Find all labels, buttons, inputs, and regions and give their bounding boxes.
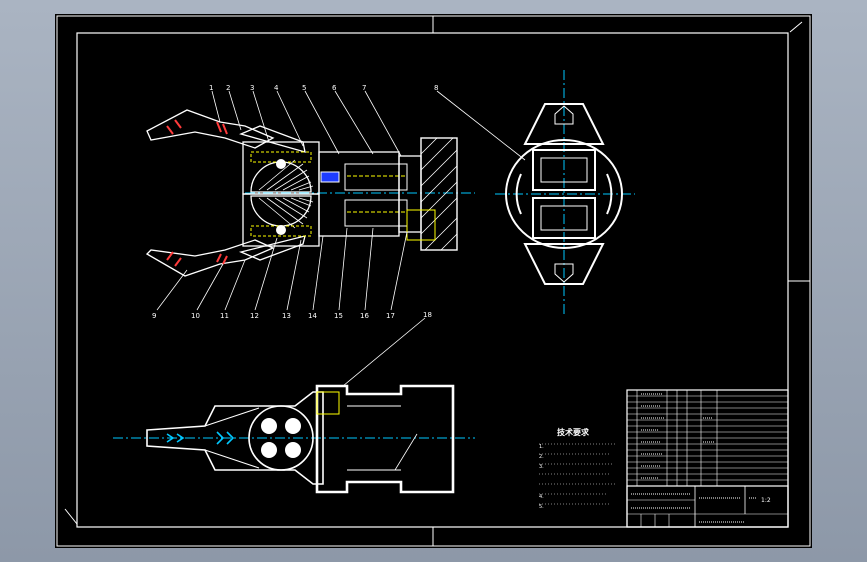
parts-list-text-strokes [641,393,715,479]
technical-requirements: 技术要求 1. 2. 3. 4. 5. [539,427,615,510]
back-flange [420,137,458,251]
tech-req-line-3: 3. [539,464,544,470]
gripper-top-view [113,384,475,494]
title-area [626,485,789,528]
balloon-10: 10 [191,312,200,320]
drawing-border [76,32,789,528]
leaders-bottom [156,227,408,311]
lower-link [238,235,306,261]
upper-pivot [276,159,286,169]
title-block: 1:2 [626,389,789,528]
hub-hole-1 [261,418,277,434]
rack-section [320,171,340,183]
balloon-4: 4 [274,84,279,92]
rod-hidden-lines [347,175,405,213]
body-dash [394,433,418,471]
tech-req-title: 技术要求 [557,427,590,437]
upper-gear-hatch [258,159,314,191]
leader-18 [342,317,426,387]
upper-finger-pins [166,119,228,135]
parts-list-frame [626,389,789,528]
lower-lug-slot [554,263,574,283]
piston-rod-lower [344,199,408,227]
body-neck [347,405,401,471]
balloon-18: 18 [423,311,432,319]
lower-gear-hatch [258,197,314,229]
finger-taper [204,407,260,469]
balloon-7: 7 [362,84,366,92]
cylinder-body [318,151,400,237]
piston-rod-upper [344,163,408,191]
balloon-16: 16 [360,312,369,320]
balloon-9: 9 [152,312,156,320]
hub-circle [248,405,314,471]
parts-list-columns [636,390,718,486]
port-hidden [406,209,436,241]
balloon-6: 6 [332,84,337,92]
tech-req-text-strokes [539,443,615,505]
end-upper-window [532,149,596,191]
parts-list-rows [627,395,788,487]
end-upper-lug [523,103,605,145]
balloons-bottom: 9 10 11 12 13 14 15 16 17 [152,312,395,320]
end-lower-window [532,197,596,239]
balloon-12: 12 [250,312,259,320]
tech-req-line-1: 1. [539,444,544,450]
end-view [495,70,635,314]
tech-req-line-6: 4. [539,494,544,500]
end-upper-window-inner [540,157,588,183]
lower-pivot [276,225,286,235]
balloon-15: 15 [334,312,343,320]
tech-req-line-7: 5. [539,504,544,510]
balloons-top: 1 2 3 4 5 6 7 8 [209,84,438,92]
body-hidden-feature [316,391,340,415]
gripper-front-view [145,109,475,277]
end-lower-window-inner [540,205,588,231]
lower-gear-sector [250,195,312,227]
drawing-sheet: 1 2 3 4 5 6 7 8 9 10 11 12 13 14 15 16 1… [55,14,812,548]
lower-finger-pins [166,251,228,267]
balloon-11: 11 [220,312,229,320]
balloon-8: 8 [434,84,438,92]
cad-drawing: 1 2 3 4 5 6 7 8 9 10 11 12 13 14 15 16 1… [56,15,811,547]
balloon-1: 1 [209,84,213,92]
outer-frame [56,15,811,547]
leaders-top [211,90,526,161]
balloon-17: 17 [386,312,395,320]
end-side-arcs [515,173,613,215]
tech-req-line-2: 2. [539,454,544,460]
balloon-5: 5 [302,84,306,92]
hub-hole-3 [261,442,277,458]
hub-hole-4 [285,442,301,458]
balloon-13: 13 [282,312,291,320]
balloon-3: 3 [250,84,254,92]
end-lower-lug [523,243,605,285]
balloon-14: 14 [308,312,317,320]
flange-hatch [420,137,458,251]
corner-ticks [64,21,803,525]
pin-markers [166,431,235,445]
hub-hole-2 [285,418,301,434]
title-scale: 1:2 [761,497,771,504]
cylinder-cap [398,155,422,233]
end-flange-circle [505,139,623,249]
title-text-strokes [631,493,757,523]
upper-lug-slot [554,105,574,125]
balloon-2: 2 [226,84,230,92]
body-plan [315,384,455,494]
upper-finger [146,109,275,149]
